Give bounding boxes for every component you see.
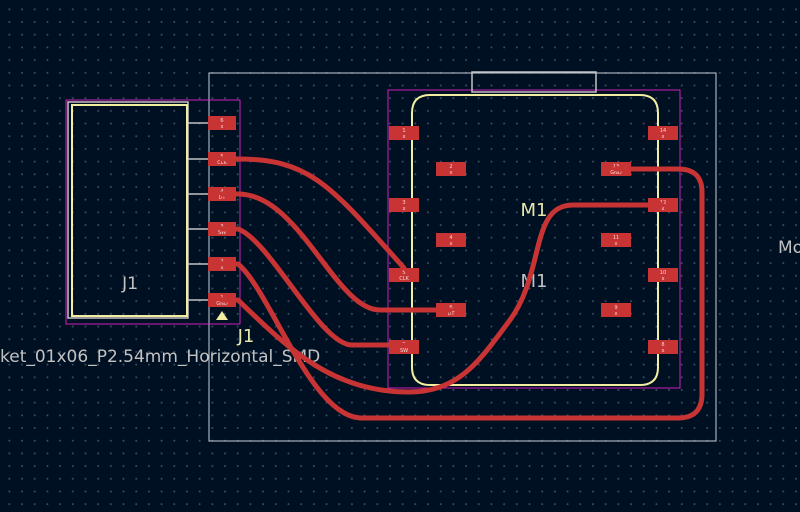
pad-number: 14: [660, 128, 666, 134]
m1-pad-11[interactable]: 11x: [601, 233, 631, 247]
pad-net-name: DT: [448, 311, 456, 317]
m1-silk-outline: [411, 94, 659, 386]
pad-net-name: x: [662, 206, 665, 212]
pad-net-name: x: [450, 241, 453, 247]
m1-pad-14[interactable]: 14x: [648, 126, 678, 140]
j1-silk-reference[interactable]: J1: [237, 326, 255, 347]
m1-pad-2[interactable]: 2x: [436, 162, 466, 176]
pad-number: 10: [660, 270, 666, 276]
j1-pin-leads: [188, 122, 211, 301]
pad-net-name: x: [662, 348, 665, 354]
track-sw[interactable]: [219, 226, 407, 348]
j1-courtyard: [65, 99, 241, 325]
track-gnd[interactable]: [219, 166, 705, 421]
pad-net-name: x: [221, 124, 224, 130]
pad-number: 3: [402, 200, 405, 206]
pad-number: 11: [613, 235, 619, 241]
m1-courtyard: [387, 89, 681, 389]
pad-number: 5: [402, 270, 405, 276]
j1-footprint-value[interactable]: ket_01x06_P2.54mm_Horizontal_SMD: [0, 347, 320, 367]
copper-tracks[interactable]: [219, 156, 705, 421]
track-dt[interactable]: [219, 191, 453, 313]
pad-net-name: DT: [219, 195, 227, 201]
m1-pad-9[interactable]: 9x: [601, 303, 631, 317]
pad-net-name: CLK: [399, 276, 409, 282]
pad-net-name: GND: [610, 170, 622, 176]
j1-pad-6[interactable]: 6x: [208, 116, 236, 130]
pad-net-name: x: [450, 170, 453, 176]
offscreen-footprint-label[interactable]: Mo: [778, 238, 800, 258]
pad-net-name: CLK: [217, 160, 227, 166]
pad-net-name: x: [662, 134, 665, 140]
j1-fab-reference: J1: [121, 274, 138, 294]
pad-number: 4: [449, 235, 452, 241]
pad-net-name: GND: [216, 301, 228, 307]
pad-number: 9: [614, 305, 617, 311]
pad-net-name: x: [662, 276, 665, 282]
pad-net-name: x: [403, 206, 406, 212]
pad-net-name: x: [615, 241, 618, 247]
m1-reference[interactable]: M1: [521, 200, 548, 221]
pad-net-name: SW: [218, 230, 226, 236]
pad-net-name: x: [403, 134, 406, 140]
pad-net-name: x: [615, 311, 618, 317]
pad-net-name: SW: [400, 348, 408, 354]
m1-pad-8[interactable]: 8x: [648, 340, 678, 354]
pad-number: 6: [220, 118, 223, 124]
m1-pad-10[interactable]: 10x: [648, 268, 678, 282]
m1-pad-4[interactable]: 4x: [436, 233, 466, 247]
footprint-j1[interactable]: J1 J1 ket_01x06_P2.54mm_Horizontal_SMD 6…: [0, 99, 320, 367]
pad-net-name: x: [221, 265, 224, 271]
m1-pad-3[interactable]: 3x: [389, 198, 419, 212]
pad-number: 8: [661, 342, 664, 348]
m1-usb-connector: [471, 71, 597, 93]
footprint-m1[interactable]: M1 M1 1x2x3x4x5CLK6DT7SW8x9x10x11x12x13G…: [387, 71, 681, 389]
track-clk[interactable]: [219, 156, 407, 271]
pad-number: 2: [449, 164, 452, 170]
pad-number: 1: [402, 128, 405, 134]
j1-pin1-marker: [216, 311, 228, 320]
m1-pad-1[interactable]: 1x: [389, 126, 419, 140]
track-gnd-m1-pin12[interactable]: [219, 202, 665, 395]
